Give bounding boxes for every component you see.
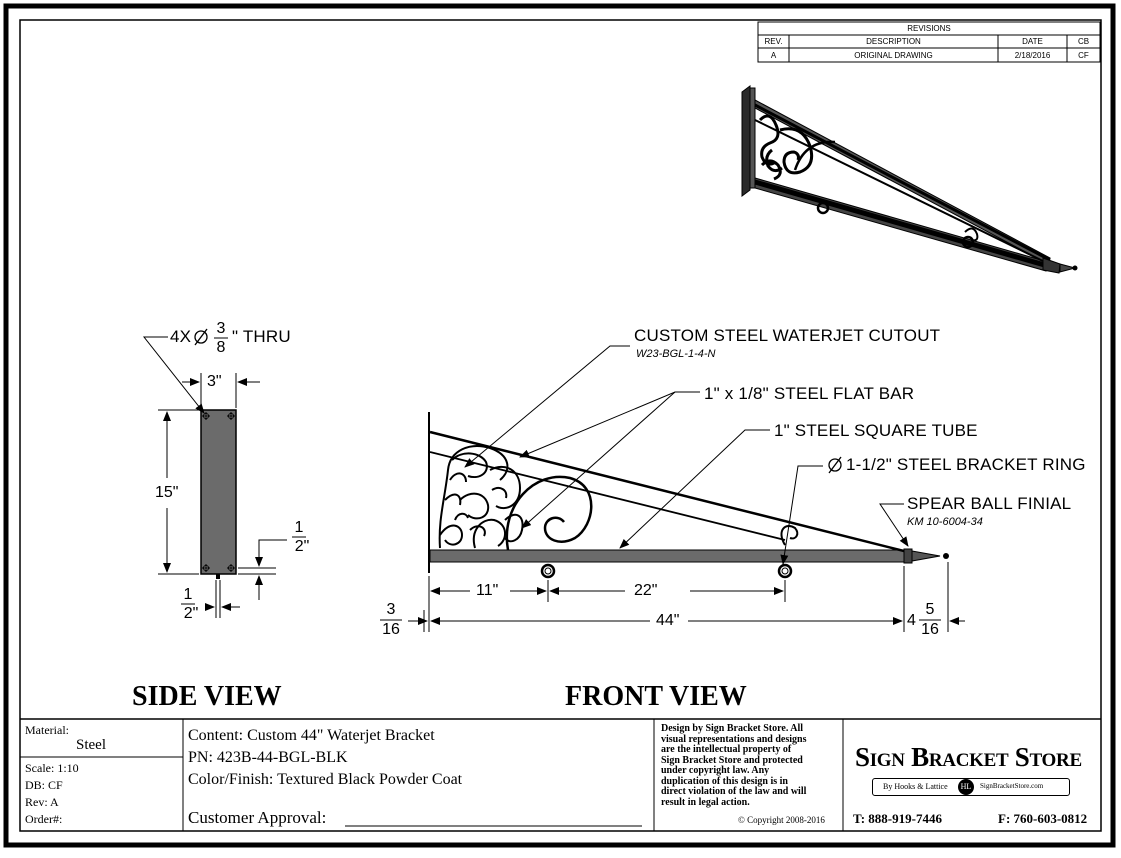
title-block-grid: [20, 718, 1101, 831]
rev-col-date: DATE: [1022, 37, 1043, 46]
pn-text: PN: 423B-44-BGL-BLK: [188, 749, 348, 766]
copyright-line: duplication of this design is in: [661, 775, 788, 787]
copyright-line: are the intellectual property of: [661, 744, 792, 755]
dim-left-den: 16: [382, 621, 400, 638]
scale-text: Scale: 1:10: [25, 761, 79, 775]
copyright-line: direct violation of the law and will: [661, 786, 807, 797]
dim-ring2: 22": [634, 582, 658, 599]
isometric-view: [741, 85, 1078, 274]
logo-site: SignBracketStore.com: [980, 782, 1044, 790]
hole-note-numerator: 3: [216, 320, 226, 337]
hole-note-denominator: 8: [216, 339, 226, 356]
copyright-line: Design by Sign Bracket Store. All: [661, 723, 804, 734]
revisions-heading: REVISIONS: [907, 24, 951, 33]
dim-right-num: 5: [925, 601, 935, 618]
outer-border: [3, 3, 1116, 848]
hole-note-prefix: 4X: [170, 327, 192, 346]
front-view-bracket: [428, 412, 949, 579]
side-offset-den: 2": [294, 538, 310, 555]
inner-border: [19, 19, 1102, 832]
diameter-icon: [194, 328, 208, 346]
rev-row-description: ORIGINAL DRAWING: [854, 51, 933, 60]
copyright-year: © Copyright 2008-2016: [738, 815, 825, 825]
company-logo: Sign Bracket Store By Hooks & Lattice HL…: [850, 740, 1095, 800]
copyright-line: visual representations and designs: [661, 733, 807, 745]
dim-right-whole: 4: [907, 612, 916, 629]
side-view-title: SIDE VIEW: [132, 681, 282, 712]
logo-tagline-bar: By Hooks & Lattice HL SignBracketStore.c…: [872, 778, 1070, 796]
callout-finial-part: KM 10-6004-34: [907, 516, 983, 528]
rev-text: Rev: A: [25, 795, 59, 809]
rev-row-date: 2/18/2016: [1014, 51, 1051, 60]
customer-approval-field[interactable]: [345, 808, 642, 826]
rev-col-description: DESCRIPTION: [866, 37, 921, 46]
side-offset-num: 1: [294, 519, 304, 536]
dim-ring1: 11": [476, 582, 499, 599]
material-value: Steel: [76, 737, 106, 753]
logo-wordmark: Sign Bracket Store: [855, 742, 1082, 772]
callout-square-tube: 1" STEEL SQUARE TUBE: [774, 421, 978, 440]
callout-ring: 1-1/2" STEEL BRACKET RING: [846, 455, 1086, 474]
material-label: Material:: [25, 723, 69, 737]
hole-note-suffix: " THRU: [232, 327, 291, 346]
copyright-line: under copyright law. Any: [661, 765, 770, 776]
copyright-line: result in legal action.: [661, 796, 750, 808]
logo-badge-icon: HL: [958, 779, 974, 795]
side-height-dim: 15": [155, 484, 179, 501]
callout-flat-bar: 1" x 1/8" STEEL FLAT BAR: [704, 384, 915, 403]
dim-left-num: 3: [386, 601, 396, 618]
side-bottom-den: 2": [183, 605, 199, 622]
side-view-dimensions: [142, 336, 287, 618]
callout-waterjet: CUSTOM STEEL WATERJET CUTOUT: [634, 326, 941, 345]
rev-col-cb: CB: [1077, 37, 1090, 46]
side-width-dim: 3": [207, 373, 222, 390]
copyright-notice: Design by Sign Bracket Store. All visual…: [661, 723, 841, 808]
logo-tagline: By Hooks & Lattice: [883, 782, 948, 791]
front-view-dimensions: [408, 562, 965, 632]
side-bottom-num: 1: [183, 586, 193, 603]
finish-text: Color/Finish: Textured Black Powder Coat: [188, 771, 463, 788]
diameter-icon: [828, 456, 842, 474]
rev-col-rev: REV.: [764, 37, 783, 46]
customer-approval-label: Customer Approval:: [188, 808, 327, 827]
rev-row-cb: CF: [1078, 51, 1089, 60]
callout-waterjet-part: W23-BGL-1-4-N: [636, 348, 716, 360]
copyright-line: Sign Bracket Store and protected: [661, 754, 803, 766]
db-text: DB: CF: [25, 778, 63, 792]
revisions-table: [757, 21, 1101, 63]
rev-row-rev: A: [770, 51, 777, 60]
fax-text: F: 760-603-0812: [998, 811, 1088, 826]
order-text: Order#:: [25, 812, 63, 826]
front-view-leaders: [464, 345, 909, 565]
dim-overall: 44": [656, 612, 680, 629]
content-text: Content: Custom 44" Waterjet Bracket: [188, 727, 435, 744]
dim-right-den: 16: [921, 621, 939, 638]
front-view-title: FRONT VIEW: [565, 681, 747, 712]
phone-text: T: 888-919-7446: [853, 811, 942, 826]
side-view-plate: [200, 409, 237, 579]
callout-finial: SPEAR BALL FINIAL: [907, 494, 1072, 513]
